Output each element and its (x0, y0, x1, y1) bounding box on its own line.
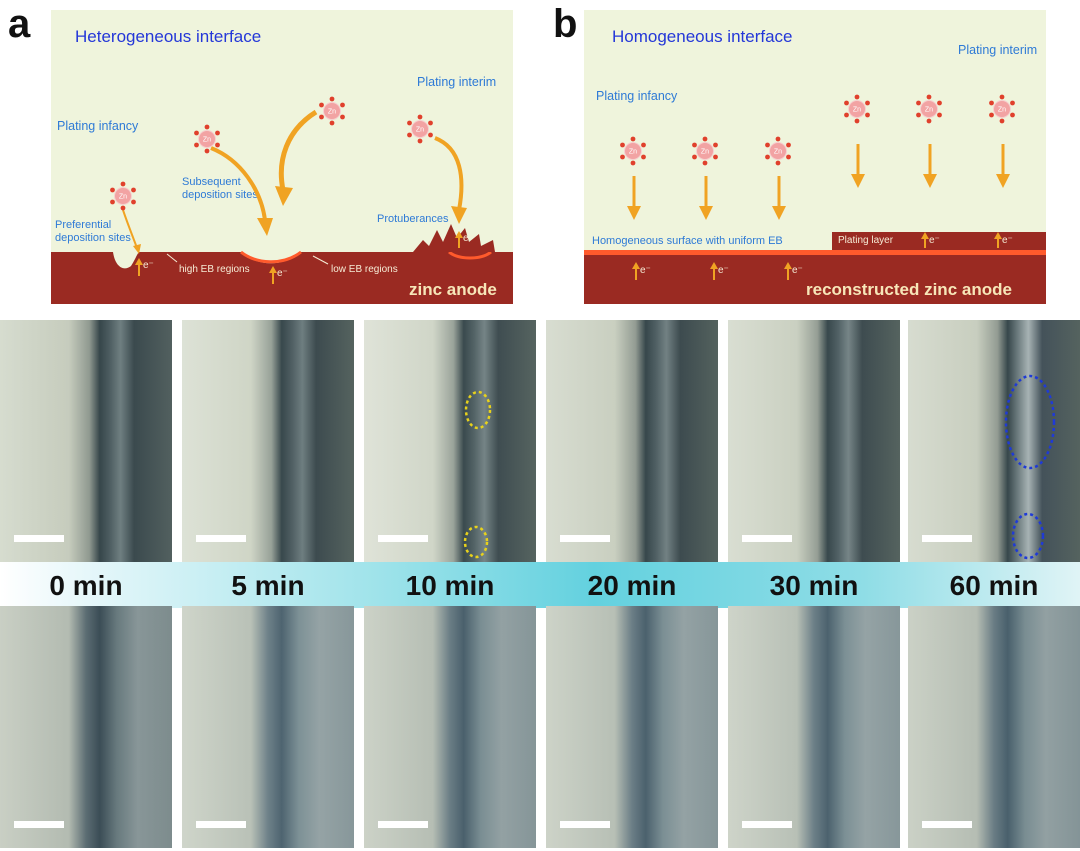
time-label-5: 60 min (949, 570, 1039, 601)
zinc-anode-label: zinc anode (409, 280, 497, 299)
blue-highlight (1004, 374, 1056, 560)
preferential-sites-label-1: Preferential (55, 219, 112, 231)
electron-a-3: e⁻ (463, 233, 474, 244)
deposition-arrow (996, 144, 1010, 188)
zn-ion-icon (842, 94, 872, 124)
micrograph-d-5min (182, 606, 354, 848)
electron-b-3: e⁻ (792, 265, 803, 276)
scale-bar (922, 821, 972, 828)
micrograph-c-0min (0, 320, 172, 562)
preferential-sites-label-2: deposition sites (55, 232, 131, 244)
high-eb-label: high EB regions (179, 264, 250, 275)
low-eb-label: low EB regions (331, 264, 398, 275)
yellow-highlight (463, 390, 492, 559)
plating-interim-label: Plating interim (417, 75, 497, 89)
deposition-arrow (772, 176, 786, 220)
scale-bar (14, 821, 64, 828)
zn-ion-icon (618, 136, 648, 166)
micrograph-c-5min (182, 320, 354, 562)
zn-ion-icon (987, 94, 1017, 124)
zn-ion-icon (405, 114, 435, 144)
micrograph-c-20min (546, 320, 718, 562)
uniform-eb-label: Homogeneous surface with uniform EB (592, 235, 783, 247)
micrograph-c-30min (728, 320, 900, 562)
scale-bar (742, 535, 792, 542)
time-label-3: 20 min (587, 570, 677, 601)
scale-bar (14, 535, 64, 542)
scale-bar (560, 821, 610, 828)
electron-a-1: e⁻ (143, 260, 154, 271)
electron-b-2: e⁻ (718, 265, 729, 276)
time-label-2: 10 min (405, 570, 495, 601)
micrograph-d-20min (546, 606, 718, 848)
time-label-4: 30 min (769, 570, 859, 601)
micrograph-d-10min (364, 606, 536, 848)
plating-interim-label-b: Plating interim (958, 43, 1038, 57)
deposition-arrow (923, 144, 937, 188)
deposition-arrow (627, 176, 641, 220)
scale-bar (196, 821, 246, 828)
micrograph-d-30min (728, 606, 900, 848)
zn-ion-icon (192, 124, 222, 154)
zn-ion-icon (690, 136, 720, 166)
zinc-anode-a (51, 109, 513, 304)
panel-a-title: Heterogeneous interface (75, 27, 262, 46)
protuberance-shape (413, 224, 495, 252)
reconstructed-anode-label: reconstructed zinc anode (806, 280, 1012, 299)
zn-ion-icon (914, 94, 944, 124)
zn-ion-icon (763, 136, 793, 166)
micrograph-c-10min (364, 320, 536, 562)
plating-layer-label: Plating layer (838, 235, 894, 246)
micrograph-d-60min (908, 606, 1080, 848)
electron-b-5: e⁻ (1002, 235, 1013, 246)
deposition-arrow (851, 144, 865, 188)
zn-ion-icon (108, 181, 138, 211)
scale-bar (196, 535, 246, 542)
reconstructed-anode-b (584, 232, 1046, 304)
micrograph-c-60min (908, 320, 1080, 562)
scale-bar (922, 535, 972, 542)
micrograph-d-0min (0, 606, 172, 848)
panel-b-label: b (553, 2, 578, 46)
deposition-arrow (699, 176, 713, 220)
electron-b-4: e⁻ (929, 235, 940, 246)
electron-b-1: e⁻ (640, 265, 651, 276)
subsequent-sites-label-1: Subsequent (182, 176, 241, 188)
plating-infancy-label-b: Plating infancy (596, 89, 678, 103)
scale-bar (378, 535, 428, 542)
panel-a-schematic: Heterogeneous interface Plating infancy … (51, 10, 513, 304)
subsequent-sites-label-2: deposition sites (182, 189, 258, 201)
panel-b-title: Homogeneous interface (612, 27, 793, 46)
time-label-0: 0 min (49, 570, 123, 601)
electron-a-2: e⁻ (277, 268, 288, 279)
time-label-1: 5 min (231, 570, 305, 601)
scale-bar (742, 821, 792, 828)
plating-infancy-label: Plating infancy (57, 119, 139, 133)
time-bar (0, 562, 1080, 608)
scale-bar (378, 821, 428, 828)
zn-ion-icon (317, 96, 347, 126)
protuberances-label: Protuberances (377, 213, 449, 225)
panel-a-label: a (8, 2, 31, 46)
scale-bar (560, 535, 610, 542)
panel-b-schematic: Homogeneous interface Plating infancy Pl… (584, 10, 1046, 304)
